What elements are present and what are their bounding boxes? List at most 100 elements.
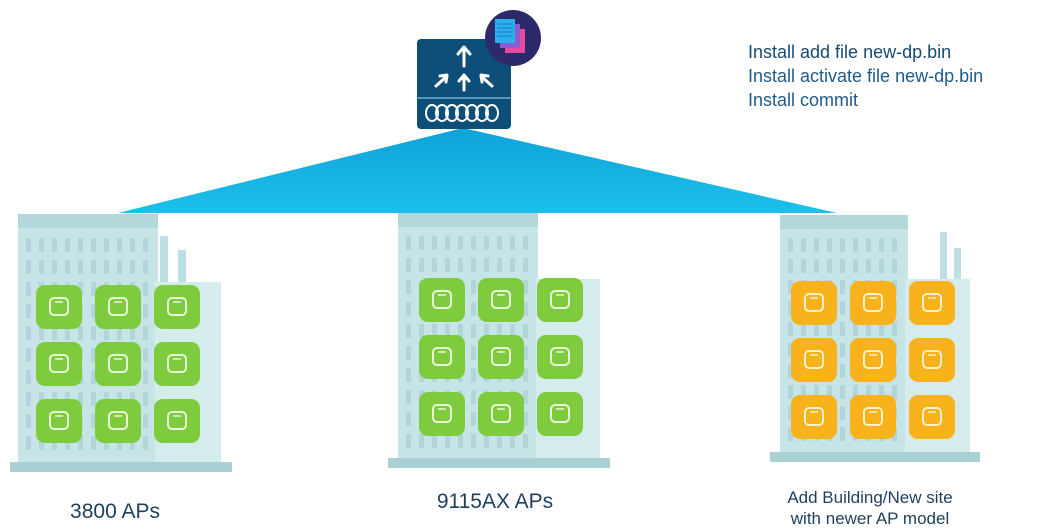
- building-window: [52, 326, 57, 340]
- building-window: [892, 238, 897, 252]
- ap-grid-left: [36, 285, 200, 443]
- building-window: [471, 368, 476, 382]
- building-window: [143, 348, 148, 362]
- building-window: [65, 260, 70, 274]
- building-window: [523, 412, 528, 426]
- access-point-icon: [419, 335, 465, 379]
- building-window: [65, 238, 70, 252]
- building-window: [406, 412, 411, 426]
- building-window: [510, 258, 515, 272]
- building-window: [117, 238, 122, 252]
- building-window: [130, 238, 135, 252]
- building-window: [65, 326, 70, 340]
- building-window: [471, 434, 476, 448]
- building-window: [788, 385, 793, 399]
- building-window: [117, 260, 122, 274]
- access-point-icon: [791, 338, 837, 382]
- access-point-icon: [95, 342, 141, 386]
- building-window: [879, 385, 884, 399]
- building-window: [104, 238, 109, 252]
- ap-grid-middle: [419, 278, 583, 436]
- building-window: [471, 236, 476, 250]
- command-install-activate: Install activate file new-dp.bin: [748, 66, 984, 86]
- building-window: [78, 238, 83, 252]
- building-window: [432, 324, 437, 338]
- building-window: [26, 260, 31, 274]
- building-window: [432, 258, 437, 272]
- building-window: [840, 280, 845, 294]
- building-window: [471, 346, 476, 360]
- building-window: [419, 324, 424, 338]
- building-window: [827, 322, 832, 336]
- building-window: [892, 322, 897, 336]
- building-window: [497, 258, 502, 272]
- building-window: [788, 364, 793, 378]
- building-window: [814, 259, 819, 273]
- building-window: [78, 392, 83, 406]
- building-window: [853, 238, 858, 252]
- building-window: [91, 260, 96, 274]
- building-window: [78, 282, 83, 296]
- access-point-icon: [909, 395, 955, 439]
- building-window: [406, 346, 411, 360]
- building-window: [523, 258, 528, 272]
- building-window: [143, 282, 148, 296]
- building-window: [91, 414, 96, 428]
- building-window: [814, 322, 819, 336]
- building-window: [471, 412, 476, 426]
- building-window: [143, 392, 148, 406]
- building-window: [484, 236, 489, 250]
- access-point-icon: [537, 278, 583, 322]
- building-window: [78, 436, 83, 450]
- caption-left-building: 3800 APs: [70, 500, 160, 523]
- access-point-icon: [791, 395, 837, 439]
- access-point-icon: [478, 335, 524, 379]
- building-window: [39, 436, 44, 450]
- building-window: [143, 304, 148, 318]
- building-window: [788, 259, 793, 273]
- building-window: [484, 324, 489, 338]
- access-point-icon: [36, 342, 82, 386]
- building-window: [879, 238, 884, 252]
- building-window: [445, 434, 450, 448]
- building-window: [840, 385, 845, 399]
- building-window: [91, 282, 96, 296]
- building-window: [523, 434, 528, 448]
- building-window: [26, 414, 31, 428]
- building-window: [497, 434, 502, 448]
- building-window: [801, 322, 806, 336]
- building-window: [39, 326, 44, 340]
- access-point-icon: [36, 399, 82, 443]
- building-window: [419, 258, 424, 272]
- building-window: [788, 406, 793, 420]
- building-window: [840, 364, 845, 378]
- building-window: [143, 238, 148, 252]
- building-window: [458, 258, 463, 272]
- building-window: [26, 326, 31, 340]
- building-window: [523, 236, 528, 250]
- building-window: [406, 302, 411, 316]
- building-window: [523, 368, 528, 382]
- router-icon: [417, 39, 511, 129]
- command-install-add: Install add file new-dp.bin: [748, 42, 952, 62]
- access-point-icon: [419, 278, 465, 322]
- building-window: [143, 414, 148, 428]
- building-window: [853, 385, 858, 399]
- building-window: [510, 236, 515, 250]
- access-point-icon: [478, 278, 524, 322]
- building-window: [406, 280, 411, 294]
- building-window: [471, 280, 476, 294]
- building-window: [827, 385, 832, 399]
- building-window: [26, 282, 31, 296]
- building-window: [130, 392, 135, 406]
- building-window: [497, 324, 502, 338]
- building-window: [853, 259, 858, 273]
- building-window: [788, 322, 793, 336]
- building-window: [788, 301, 793, 315]
- building-window: [419, 236, 424, 250]
- building-window: [840, 406, 845, 420]
- building-window: [26, 238, 31, 252]
- building-window: [26, 304, 31, 318]
- building-window: [406, 434, 411, 448]
